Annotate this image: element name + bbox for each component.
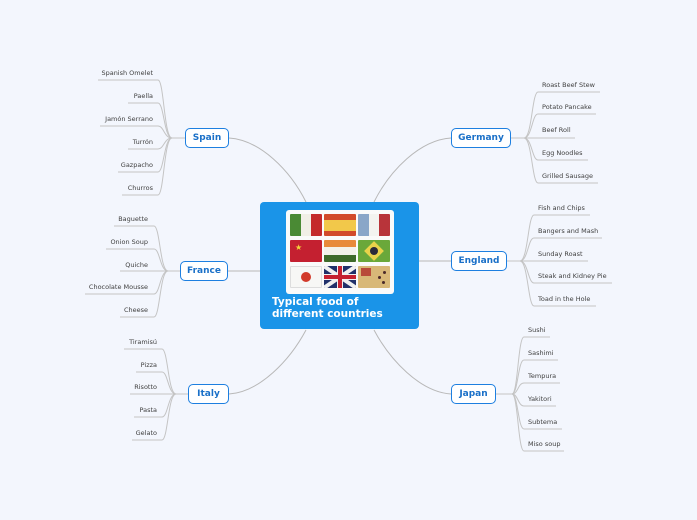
leaf-italy-1[interactable]: Pizza: [140, 361, 157, 369]
leaf-italy-3[interactable]: Pasta: [139, 406, 157, 414]
flags-food-image: ★: [286, 210, 394, 294]
leaf-spain-1[interactable]: Paella: [133, 92, 153, 100]
branch-england[interactable]: England: [451, 251, 507, 271]
branch-france[interactable]: France: [180, 261, 228, 281]
central-topic-title: Typical food of different countries: [272, 296, 412, 320]
leaf-france-3[interactable]: Chocolate Mousse: [88, 283, 148, 291]
leaf-england-0[interactable]: Fish and Chips: [538, 204, 585, 212]
brazil-flag-food: [358, 240, 390, 262]
australia-flag-food: [358, 266, 390, 288]
china-flag-food: ★: [290, 240, 322, 262]
leaf-germany-0[interactable]: Roast Beef Stew: [542, 81, 595, 89]
leaf-germany-2[interactable]: Beef Roll: [542, 126, 571, 134]
leaf-spain-2[interactable]: Jamón Serrano: [105, 115, 153, 123]
branch-germany[interactable]: Germany: [451, 128, 511, 148]
uk-flag-food: [324, 266, 356, 288]
branch-japan[interactable]: Japan: [451, 384, 496, 404]
leaf-italy-4[interactable]: Gelato: [135, 429, 157, 437]
leaf-italy-2[interactable]: Risotto: [134, 383, 157, 391]
leaf-germany-4[interactable]: Grilled Sausage: [542, 172, 594, 180]
leaf-japan-1[interactable]: Sashimi: [528, 349, 554, 357]
leaf-spain-5[interactable]: Churros: [127, 184, 153, 192]
central-topic[interactable]: ★: [260, 202, 419, 329]
leaf-england-3[interactable]: Steak and Kidney Pie: [538, 272, 607, 280]
leaf-germany-3[interactable]: Egg Noodles: [542, 149, 583, 157]
branch-spain[interactable]: Spain: [185, 128, 229, 148]
leaf-england-4[interactable]: Toad in the Hole: [538, 295, 591, 303]
branch-italy[interactable]: Italy: [188, 384, 229, 404]
leaf-japan-5[interactable]: Miso soup: [528, 440, 561, 448]
leaf-japan-2[interactable]: Tempura: [528, 372, 557, 380]
leaf-japan-4[interactable]: Subtema: [528, 418, 558, 426]
title-line-1: Typical food of: [272, 296, 359, 308]
leaf-spain-4[interactable]: Gazpacho: [120, 161, 153, 169]
japan-flag-food: [290, 266, 322, 288]
leaf-france-1[interactable]: Onion Soup: [110, 238, 148, 246]
leaf-japan-3[interactable]: Yakitori: [528, 395, 552, 403]
leaf-japan-0[interactable]: Sushi: [528, 326, 546, 334]
leaf-italy-0[interactable]: Tiramisú: [129, 338, 157, 346]
leaf-spain-0[interactable]: Spanish Omelet: [101, 69, 153, 77]
leaf-france-0[interactable]: Baguette: [118, 215, 148, 223]
leaf-germany-1[interactable]: Potato Pancake: [542, 103, 592, 111]
leaf-england-2[interactable]: Sunday Roast: [538, 250, 583, 258]
leaf-spain-3[interactable]: Turrón: [132, 138, 153, 146]
india-flag-food: [324, 240, 356, 262]
leaf-france-2[interactable]: Quiche: [125, 261, 148, 269]
title-line-2: different countries: [272, 308, 383, 320]
leaf-england-1[interactable]: Bangers and Mash: [538, 227, 599, 235]
france-flag-food: [358, 214, 390, 236]
leaf-france-4[interactable]: Cheese: [123, 306, 148, 314]
italy-flag-food: [290, 214, 322, 236]
spain-flag-food: [324, 214, 356, 236]
